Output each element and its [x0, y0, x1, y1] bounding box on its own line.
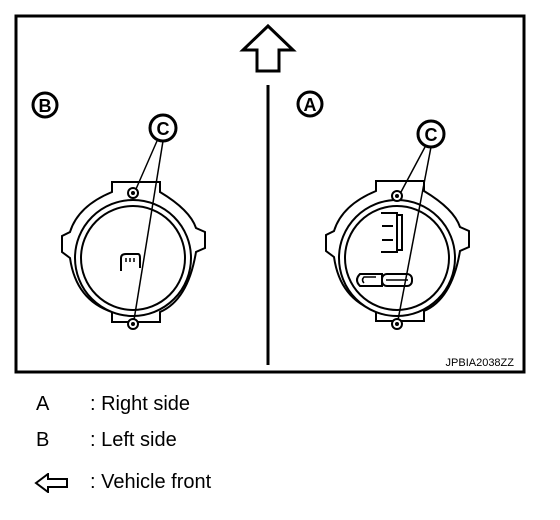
label-c-right-marker: C [416, 119, 446, 149]
left-fuel-unit [61, 181, 206, 330]
label-a-text: A [304, 95, 317, 115]
left-unit-inner-ring [80, 205, 186, 311]
legend-text-a: : Right side [90, 393, 191, 415]
fuel-gauge-diagram: B A C C [14, 14, 526, 374]
left-unit-connector [120, 253, 141, 271]
legend-row-a: A : Right side [0, 389, 560, 419]
legend-key-b: B [36, 429, 50, 451]
vehicle-front-arrow-icon [239, 23, 297, 73]
legend-row-b: B : Left side [0, 425, 560, 455]
right-fuel-unit [325, 180, 470, 330]
label-c-right-text: C [425, 125, 438, 145]
arrow-left-outline-icon [34, 473, 68, 493]
label-c-left-text: C [157, 119, 170, 139]
diagram-frame [14, 14, 526, 374]
leader-line-left-top [135, 140, 158, 190]
leader-line-right-bottom [397, 146, 432, 321]
figure-code: JPBIA2038ZZ [446, 357, 515, 369]
legend-text-front: : Vehicle front [90, 471, 212, 493]
label-b-marker: B [31, 91, 59, 119]
label-b-text: B [39, 96, 52, 116]
legend-key-a: A [36, 393, 50, 415]
right-unit-connector [381, 212, 403, 253]
right-unit-fuel-pipe [356, 273, 413, 287]
legend-text-b: : Left side [90, 429, 177, 451]
label-a-marker: A [296, 90, 324, 118]
leader-line-left-bottom [133, 140, 164, 321]
legend-row-front: : Vehicle front [0, 467, 560, 497]
label-c-left-marker: C [148, 113, 178, 143]
leader-line-right-top [400, 146, 426, 193]
